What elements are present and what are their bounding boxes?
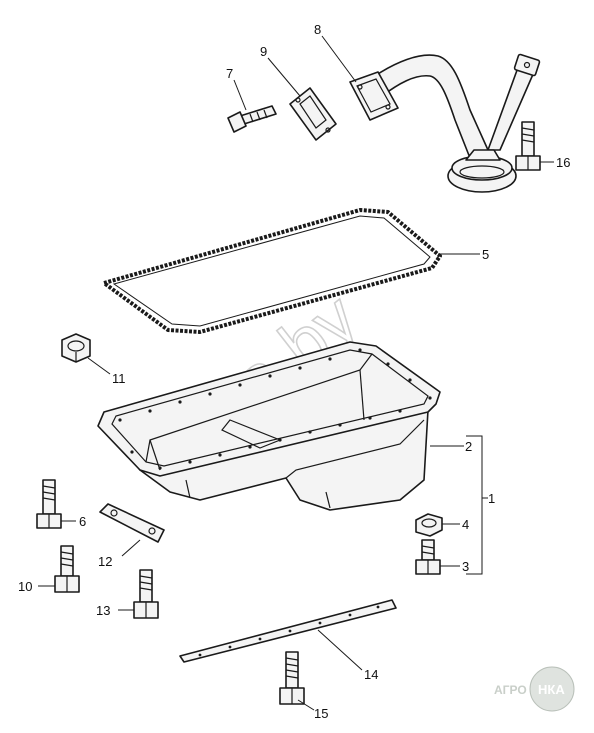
oil-pan <box>97 341 441 511</box>
bolt-6 <box>36 479 62 529</box>
label-16: 16 <box>556 155 570 170</box>
pan-flange-holes <box>118 348 432 470</box>
bolt-7 <box>227 105 277 133</box>
strip-plate-14 <box>179 599 397 663</box>
bolt-13 <box>133 569 159 619</box>
label-7: 7 <box>226 66 233 81</box>
flange-gasket <box>289 87 337 141</box>
bolt-16 <box>515 121 541 171</box>
logo-mark-text: НКА <box>538 682 565 697</box>
leader-lines <box>38 35 554 711</box>
bolt-15 <box>279 651 305 705</box>
label-12: 12 <box>98 554 112 569</box>
oil-pickup-tube <box>349 53 541 193</box>
label-3: 3 <box>462 559 469 574</box>
agronka-logo: АГРО НКА <box>494 666 575 712</box>
washer-4 <box>415 513 443 537</box>
label-5: 5 <box>482 247 489 262</box>
bolt-3 <box>415 539 441 575</box>
label-8: 8 <box>314 22 321 37</box>
pan-gasket <box>102 208 442 334</box>
label-6: 6 <box>79 514 86 529</box>
label-13: 13 <box>96 603 110 618</box>
bolt-10 <box>54 545 80 593</box>
label-15: 15 <box>314 706 328 721</box>
bracket-plate-12 <box>99 503 165 543</box>
callout-labels: 1 2 3 4 5 6 7 8 9 10 11 12 13 14 15 16 <box>18 22 570 721</box>
label-9: 9 <box>260 44 267 59</box>
label-2: 2 <box>465 439 472 454</box>
nut-11 <box>61 333 91 363</box>
label-4: 4 <box>462 517 469 532</box>
label-11: 11 <box>112 371 126 386</box>
label-10: 10 <box>18 579 32 594</box>
logo-prefix-text: АГРО <box>494 683 527 697</box>
label-14: 14 <box>364 667 378 682</box>
label-1: 1 <box>488 491 495 506</box>
